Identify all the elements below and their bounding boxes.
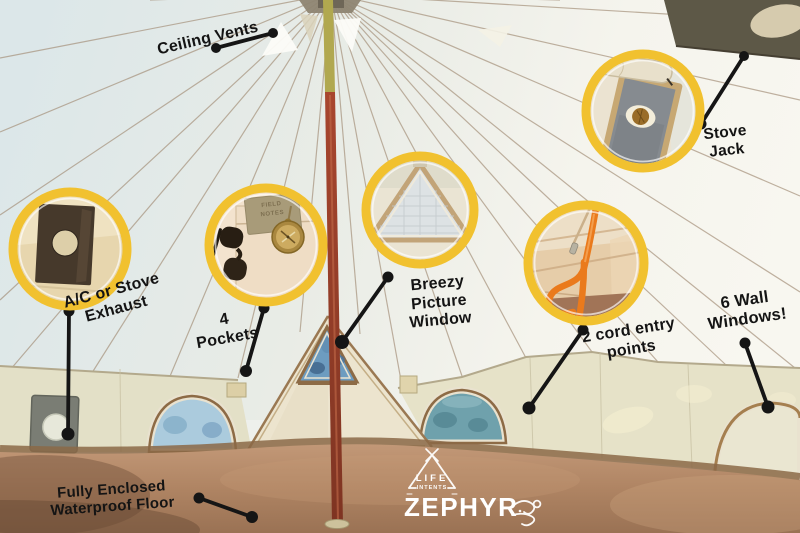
wall-top-trim-left [0,365,239,381]
wall-skirt [0,437,800,481]
callout-circle-stove-jack [581,49,705,173]
brand-logo-art [406,448,542,527]
wall-top-trim-right [397,350,800,389]
tent-door [246,315,433,451]
tent-logo-icon [406,448,458,495]
product-name: ZEPHYR [404,492,519,522]
left-wall-window [145,392,240,456]
ceiling-vents-openings [262,14,512,56]
pole-base [324,519,350,529]
brand-name: LIFE [415,473,449,484]
zephyr-wind-icon [511,499,542,527]
sunglasses [213,226,247,281]
center-wall-window [416,386,510,447]
callout-circle-pockets [204,183,328,307]
wall-pocket-left [226,382,247,398]
exhaust-port [29,394,80,454]
callout-circle-breezy-window [361,151,479,269]
exterior-flap [664,0,800,60]
callout-circle-cord-entry [523,200,649,326]
center-pole [323,0,350,529]
compass [271,205,305,254]
wall-pocket-right [399,375,418,394]
brand-subname: inTents [416,485,448,491]
tent-floor [0,444,800,533]
callout-label-breezy-window: Breezy Picture Window [408,272,473,332]
callout-circle-ac-exhaust [8,187,132,311]
callout-connectors [61,28,775,523]
